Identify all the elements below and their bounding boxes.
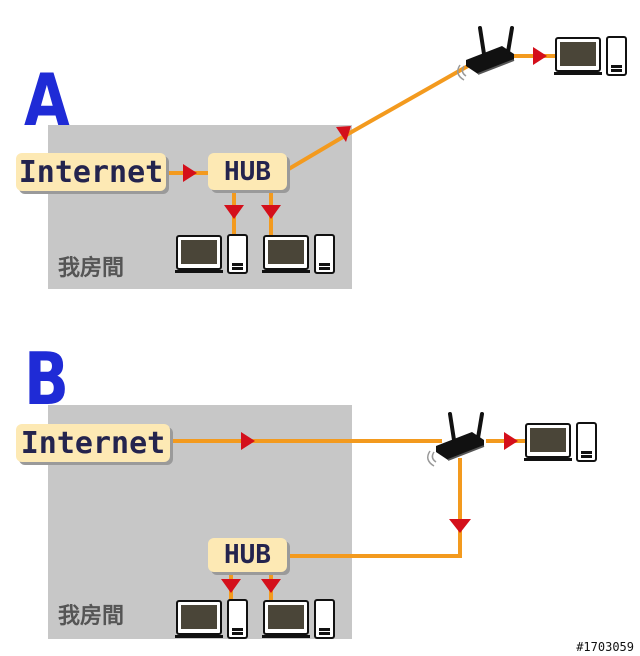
arrows-b <box>221 432 518 593</box>
computer-icon <box>174 599 248 639</box>
arrow-router-to-pc-a <box>533 47 547 65</box>
arrow-router-to-pc-b <box>504 432 518 450</box>
internet-node-a: Internet <box>16 153 166 191</box>
arrows-a <box>183 47 547 219</box>
arrow-internet-to-hub-a <box>183 164 197 182</box>
watermark: #1703059 <box>576 640 634 654</box>
arrow-hub-to-pc2-a <box>261 205 281 219</box>
computer-icon <box>174 234 248 274</box>
internet-node-b: Internet <box>16 424 170 462</box>
arrow-hub-to-pc2-b <box>261 579 281 593</box>
computer-icon <box>261 234 335 274</box>
computer-icon <box>523 422 597 462</box>
arrow-to-router-a <box>336 126 351 142</box>
computer-icon <box>261 599 335 639</box>
arrow-hub-to-pc1-a <box>224 205 244 219</box>
arrow-internet-to-router-b <box>241 432 255 450</box>
hub-node-a: HUB <box>208 153 287 190</box>
arrow-router-to-hub-b <box>449 519 471 533</box>
hub-node-b: HUB <box>208 538 287 572</box>
router-icon <box>455 26 516 82</box>
section-letter-a: A <box>24 58 70 142</box>
computer-icon <box>553 36 627 76</box>
section-letter-b: B <box>24 337 70 421</box>
arrow-hub-to-pc1-b <box>221 579 241 593</box>
room-label-a: 我房間 <box>58 256 125 281</box>
room-label-b: 我房間 <box>58 604 125 629</box>
